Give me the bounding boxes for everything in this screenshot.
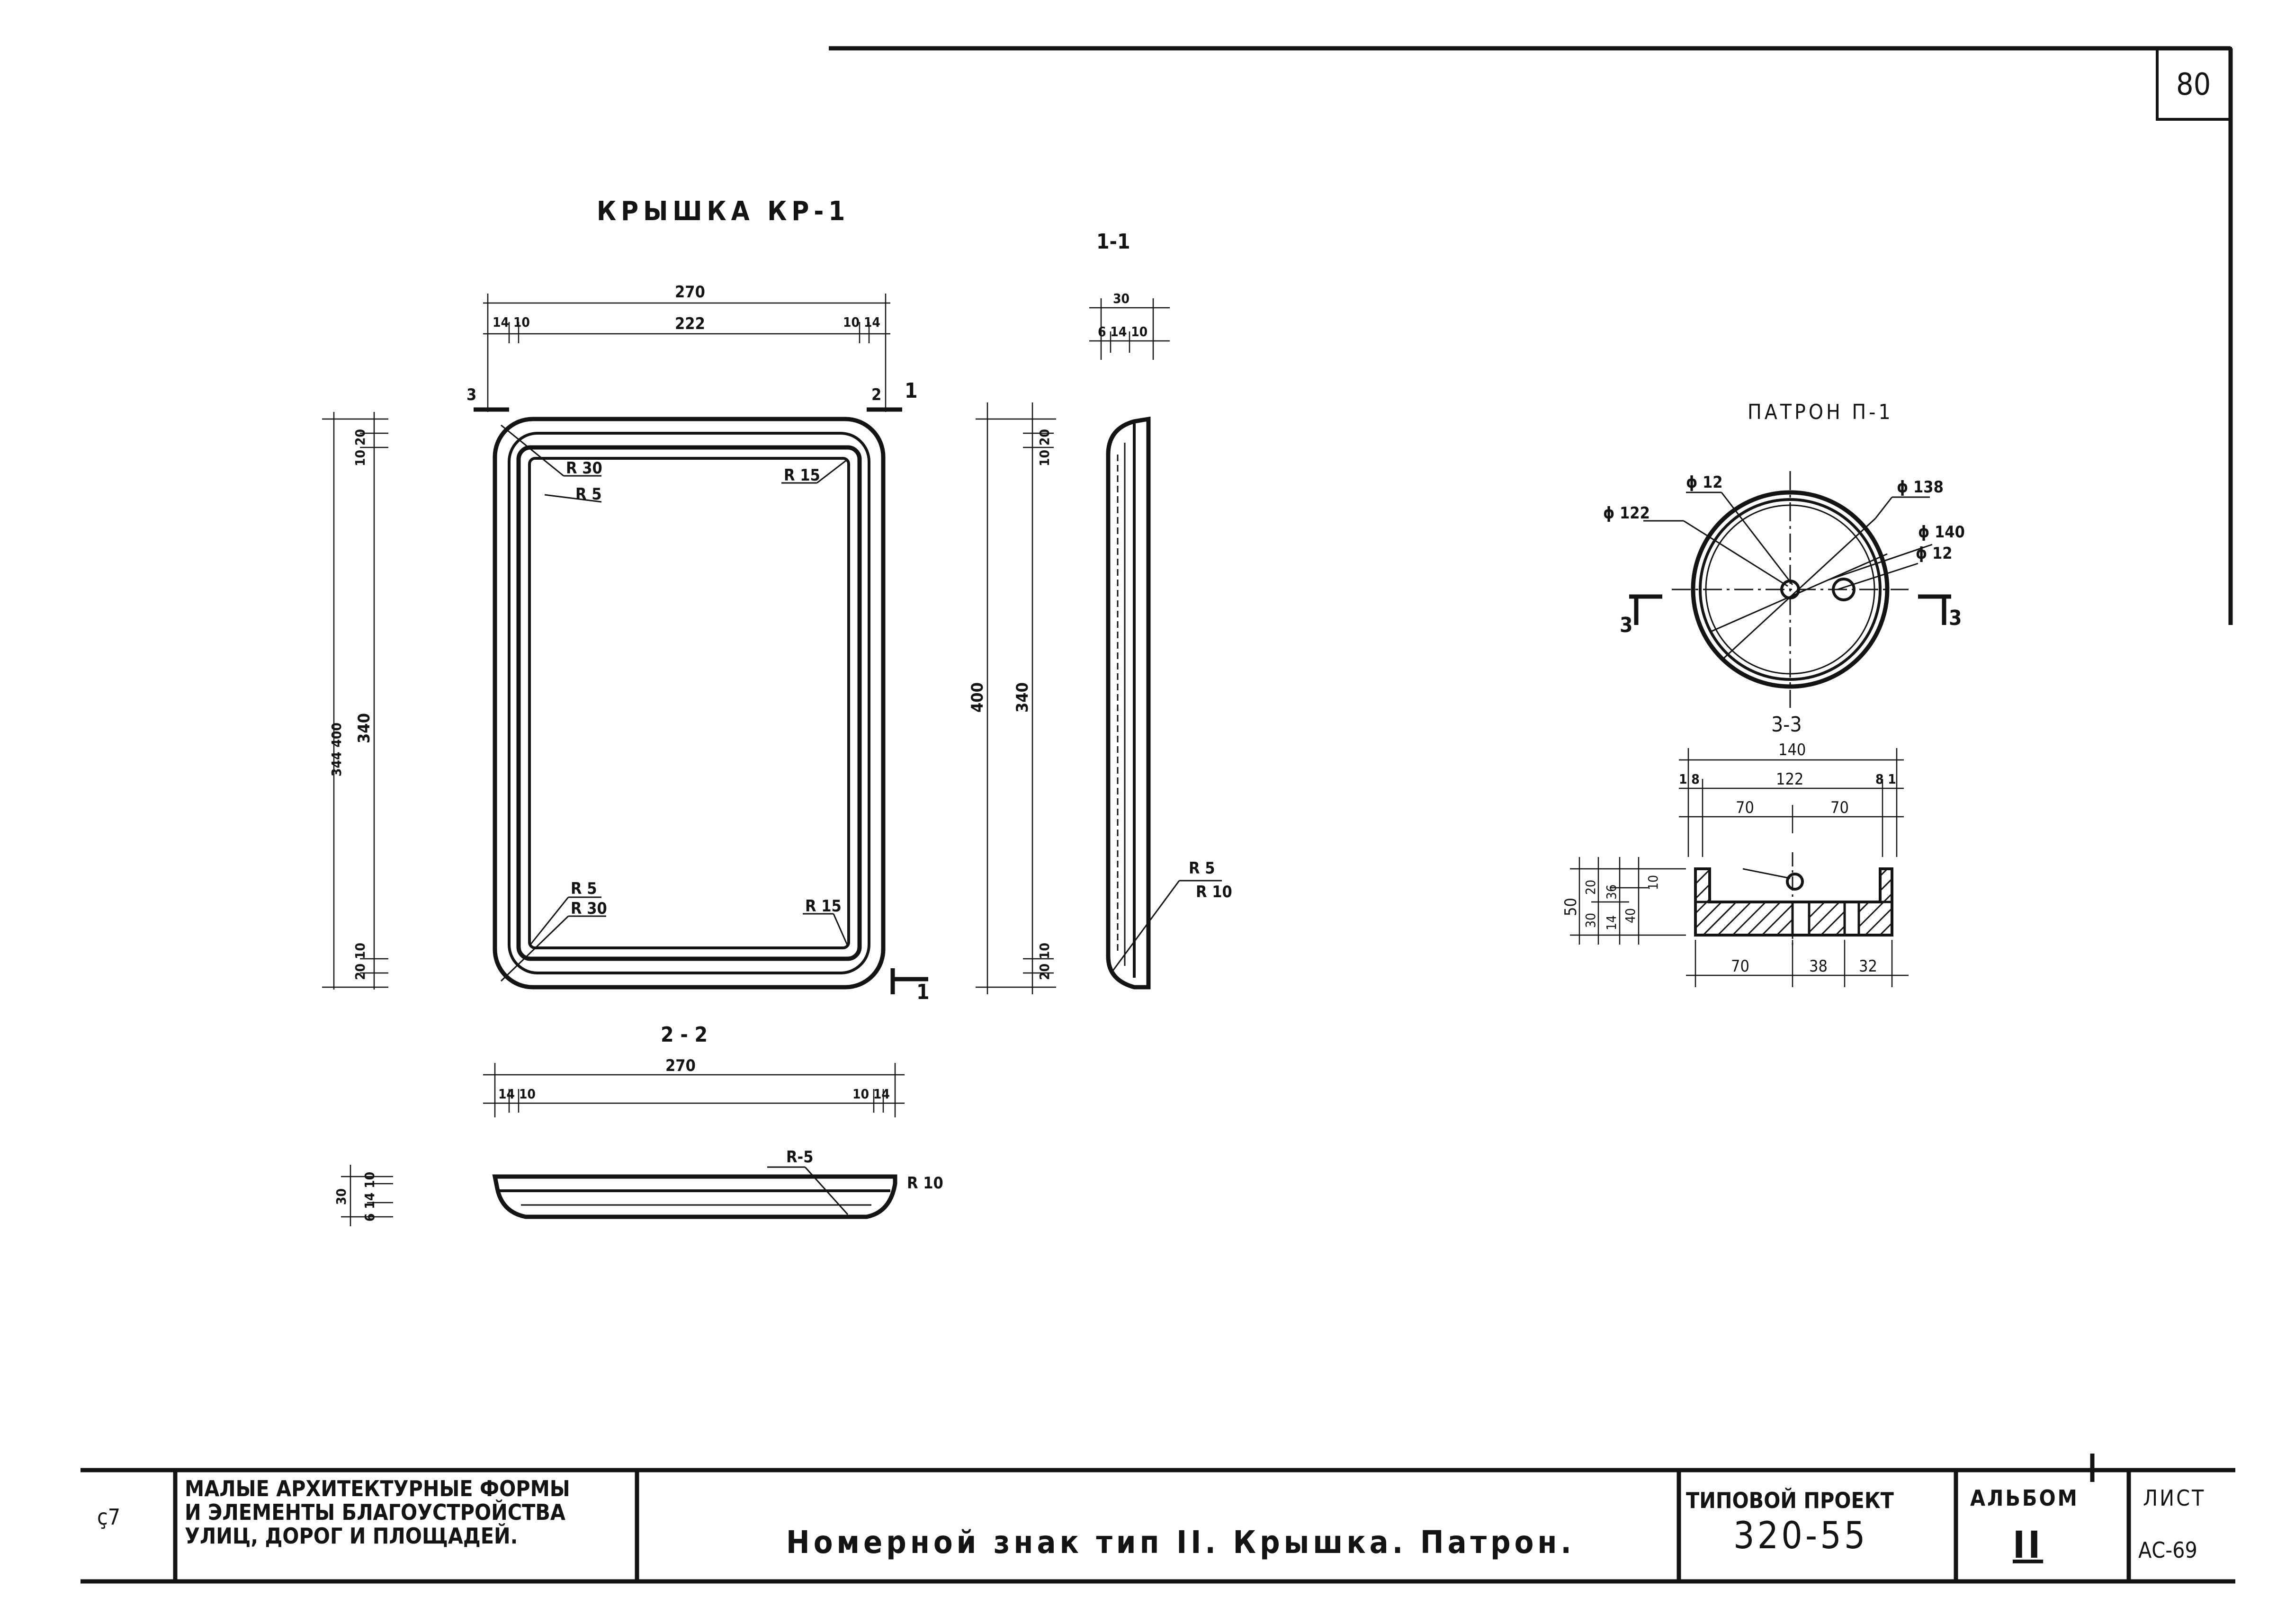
- section-3-3-bottom-70: 70: [1731, 957, 1749, 976]
- title-block-category-line-2: И ЭЛЕМЕНТЫ БЛАГОУСТРОЙСТВА: [185, 1499, 565, 1525]
- cover-width-inner: 222: [675, 314, 705, 333]
- cover-height-extra: 344 400: [329, 723, 344, 776]
- cut-3-left-tag: 3: [1620, 613, 1633, 637]
- title-block-side-mark: ç7: [97, 1504, 120, 1530]
- section-3-3-bottom-38: 38: [1809, 957, 1828, 976]
- section-3-3-half-left: 70: [1736, 798, 1754, 817]
- section-3-3-bottom-32: 32: [1859, 957, 1877, 976]
- section-2-2-edge-right: 10 14: [852, 1086, 890, 1102]
- section-2-2-r10: R 10: [907, 1174, 943, 1193]
- section-2-2-thickness-parts: 6 14 10: [362, 1172, 377, 1222]
- cartridge-d140: ϕ 140: [1918, 523, 1965, 542]
- section-3-3-h36: 36: [1604, 884, 1619, 900]
- cover-outline-outer: [493, 417, 886, 990]
- cover-outline-mid: [508, 432, 870, 974]
- section-1-1-title: 1-1: [1096, 230, 1130, 254]
- section-1-1-view: 1-1 30 6 14 10 R 5 R 10 400 340 10 20 20…: [968, 230, 1232, 994]
- cut-1-bottom-tag: 1: [916, 980, 930, 1004]
- section-3-3-h14: 14: [1604, 915, 1619, 930]
- cartridge-d138: ϕ 138: [1897, 478, 1944, 497]
- cover-outline-inner: [516, 445, 862, 961]
- section-2-2-width: 270: [665, 1056, 696, 1075]
- radius-bottom-left-inner: R 5: [571, 879, 597, 898]
- section-1-1-height-340: 340: [1013, 682, 1032, 713]
- radius-top-left-outer: R 30: [566, 459, 602, 478]
- section-1-1-height-400: 400: [968, 682, 987, 713]
- radius-bottom-right: R 15: [805, 897, 842, 916]
- title-block-sheet-label: ЛИСТ: [2143, 1485, 2205, 1511]
- section-3-3-width-140: 140: [1778, 741, 1806, 759]
- title-block-category-line-1: МАЛЫЕ АРХИТЕКТУРНЫЕ ФОРМЫ: [185, 1476, 570, 1501]
- sheet-frame: [829, 46, 2233, 625]
- cut-1-top-tag: 1: [905, 379, 918, 403]
- cover-edge-right: 10 14: [843, 314, 880, 330]
- cover-height-340: 340: [355, 713, 374, 743]
- radius-top-left-inner: R 5: [575, 485, 601, 504]
- title-block-project-number: 320-55: [1733, 1515, 1868, 1557]
- section-3-3-edge-right: 8 1: [1875, 771, 1896, 787]
- section-2-2-view: 2 - 2 270 14 10 10 14 R-5 R 10 30 6 14 1…: [333, 1023, 943, 1226]
- cover-edge-left: 14 10: [493, 314, 530, 330]
- title-block-project-label: ТИПОВОЙ ПРОЕКТ: [1686, 1488, 1894, 1513]
- cut-3-right-tag: 3: [1949, 606, 1962, 630]
- cartridge-d122: ϕ 122: [1603, 504, 1650, 523]
- radius-top-right: R 15: [784, 466, 820, 485]
- title-block-album-number: II: [2013, 1524, 2043, 1567]
- section-3-3-edge-left: 1 8: [1679, 771, 1700, 787]
- title-block-drawing-title: Номерной знак тип II. Крышка. Патрон.: [786, 1524, 1575, 1561]
- section-2-2-thickness: 30: [333, 1188, 349, 1205]
- cartridge-outer-circle: [1691, 490, 1890, 689]
- title-block: [81, 1454, 2235, 1584]
- section-1-1-thickness: 30: [1113, 291, 1130, 306]
- section-3-3-height-50: 50: [1561, 898, 1580, 916]
- section-3-3-h30: 30: [1583, 913, 1598, 928]
- cartridge-title: ПАТРОН П-1: [1748, 400, 1893, 424]
- section-2-2-title: 2 - 2: [661, 1023, 708, 1047]
- cartridge-d12-right: ϕ 12: [1916, 544, 1953, 563]
- title-block-category-line-3: УЛИЦ, ДОРОГ И ПЛОЩАДЕЙ.: [185, 1523, 518, 1549]
- section-3-3-h10: 10: [1645, 875, 1661, 890]
- cover-width-outer: 270: [675, 283, 705, 302]
- section-1-1-r5: R 5: [1189, 859, 1215, 878]
- cover-title: КРЫШКА КР-1: [597, 196, 850, 227]
- section-1-1-top-pair: 10 20: [1037, 429, 1052, 466]
- section-3-3-h40: 40: [1623, 908, 1638, 923]
- section-1-1-bottom-pair: 20 10: [1037, 943, 1052, 980]
- section-1-1-thickness-parts: 6 14 10: [1098, 324, 1148, 339]
- section-3-3-title: 3-3: [1771, 713, 1802, 737]
- cartridge-d12-top: ϕ 12: [1686, 473, 1723, 492]
- section-3-3-view: 3-3 140 122 70 70 1 8 8 1 50: [1561, 713, 1909, 987]
- cover-side-note-right: 2: [871, 385, 881, 404]
- title-block-album-label: АЛЬБОМ: [1970, 1485, 2079, 1511]
- cover-top-pair: 10 20: [352, 429, 368, 466]
- title-block-sheet-code: АС-69: [2138, 1537, 2197, 1563]
- section-3-3-half-right: 70: [1830, 798, 1849, 817]
- section-3-3-h20: 20: [1583, 880, 1598, 895]
- cover-bottom-pair: 20 10: [352, 943, 368, 980]
- cover-front-view: КРЫШКА КР-1 R 30 R 5 R 15 R 5 R 30 R 15: [322, 196, 930, 1004]
- section-2-2-edge-left: 14 10: [498, 1086, 536, 1102]
- section-3-3-width-122: 122: [1776, 770, 1803, 789]
- section-1-1-r10: R 10: [1196, 883, 1232, 901]
- cover-side-note-left: 3: [466, 385, 476, 404]
- cartridge-plan-view: ПАТРОН П-1 ϕ 12 ϕ 122 ϕ 138 ϕ 140 ϕ 12 3…: [1603, 400, 1965, 708]
- section-2-2-r5: R-5: [786, 1148, 814, 1167]
- radius-bottom-left-outer: R 30: [571, 899, 607, 918]
- sheet-number: 80: [2176, 67, 2211, 102]
